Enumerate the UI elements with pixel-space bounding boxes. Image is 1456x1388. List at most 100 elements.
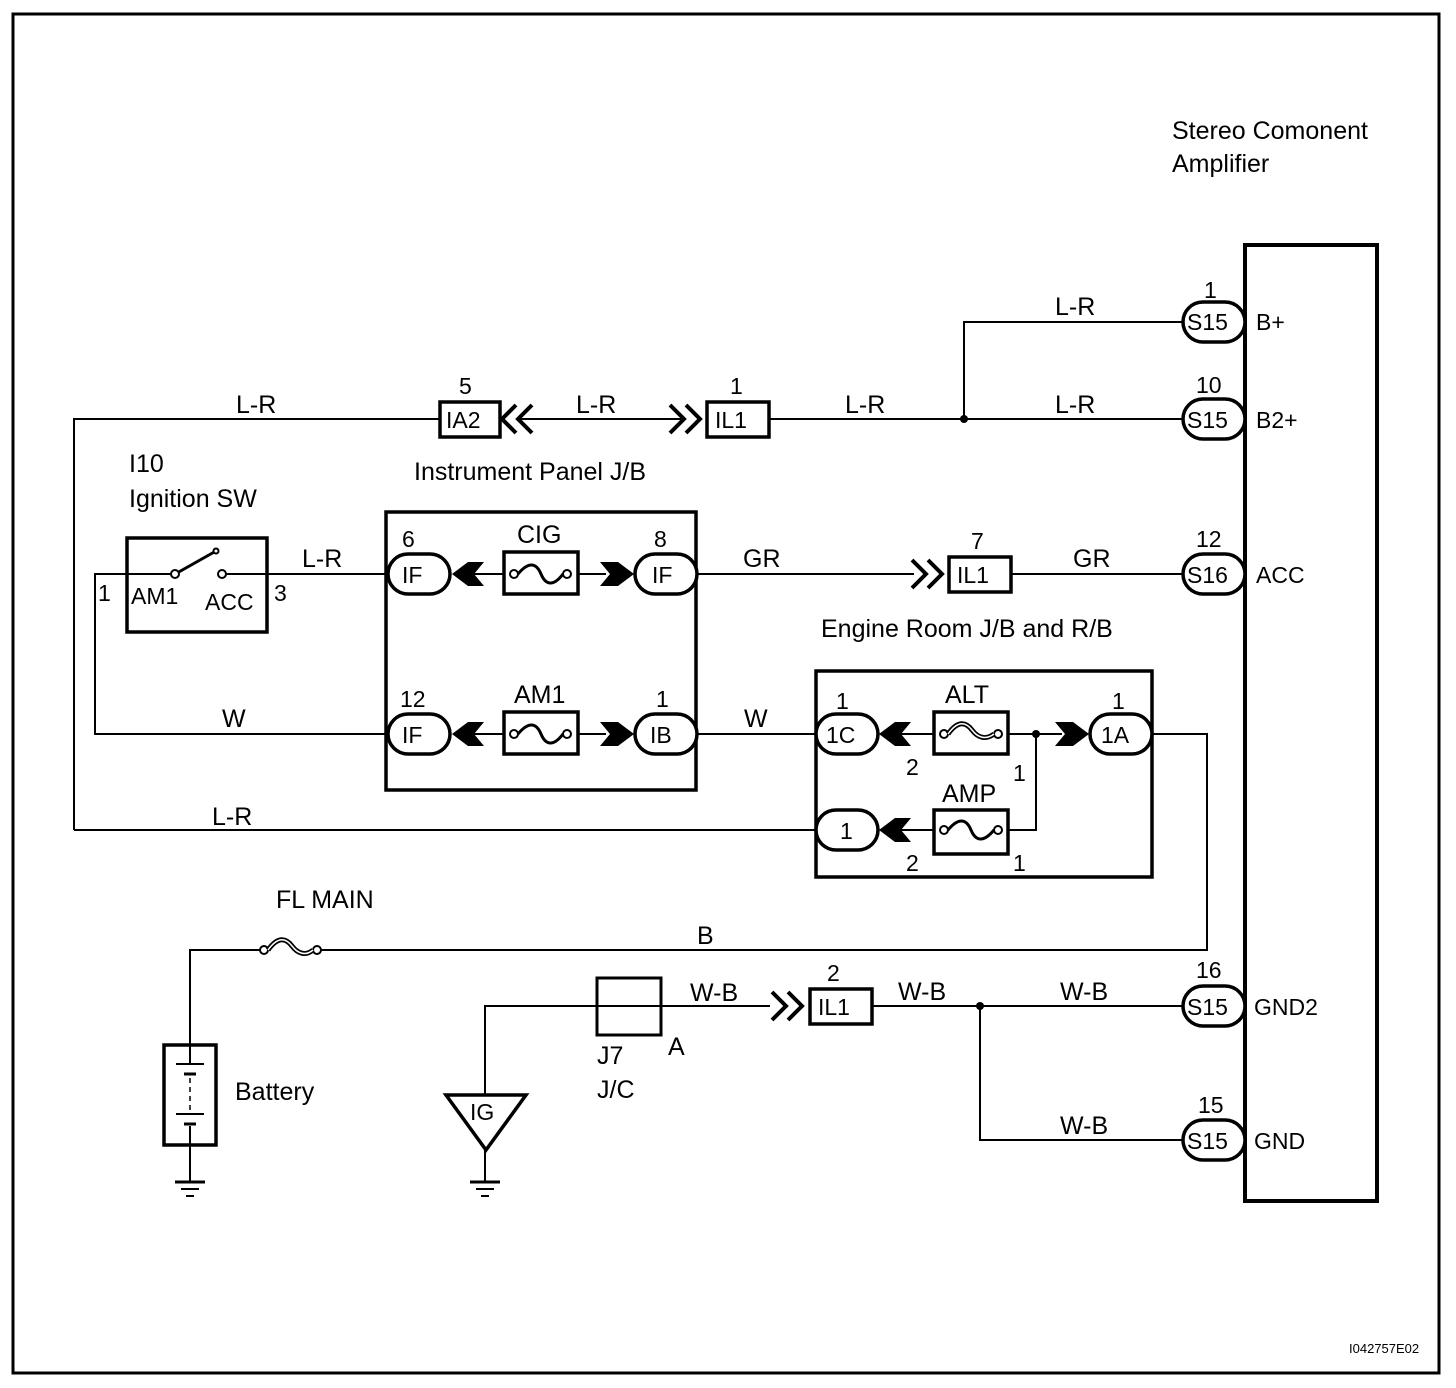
connector-1 — [814, 808, 880, 852]
wire-branch-b-plus — [963, 321, 1183, 419]
ignition-name: Ignition SW — [129, 485, 257, 513]
wire-label: L-R — [845, 391, 885, 419]
fuse-terminal — [509, 569, 519, 579]
ignition-switch-body — [125, 536, 269, 634]
fuse-terminal — [509, 729, 519, 739]
alt-pin-left: 2 — [906, 754, 919, 780]
pin-number: 5 — [459, 373, 472, 399]
pin-number: 12 — [1196, 526, 1222, 552]
jc-pin: A — [668, 1033, 685, 1061]
pin-number: 8 — [654, 526, 667, 552]
connector-il1 — [705, 400, 771, 439]
diagram-frame — [11, 12, 1441, 1375]
wire-label: GR — [743, 545, 781, 573]
pin-number: 1 — [730, 373, 743, 399]
wire-wb-gnd — [979, 1006, 1183, 1141]
wire-label: W-B — [898, 978, 946, 1006]
connector-label: 1A — [1101, 722, 1130, 748]
pin-number: 1 — [1204, 277, 1217, 303]
terminal-name: B+ — [1256, 309, 1285, 335]
connector-label: 1 — [840, 818, 853, 844]
figure-id-code: I042757E02 — [1349, 1341, 1419, 1356]
engine-room-jb: Engine Room J/B and R/B 1 1C ALT 2 1 1 1… — [814, 615, 1154, 879]
fusible-link-inner — [947, 723, 995, 739]
pin-number: 10 — [1196, 372, 1222, 398]
connector-label: IL1 — [818, 994, 850, 1020]
connector-label: IL1 — [715, 407, 747, 433]
wire-lr-left-rail — [73, 418, 440, 830]
wire-label: W-B — [1060, 1112, 1108, 1140]
junction-dot — [960, 415, 968, 423]
wire-wb-ground — [484, 1005, 770, 1095]
connector-chevron-icon — [910, 558, 945, 590]
connector-arrow-icon — [1055, 722, 1089, 746]
switch-contact-am1 — [170, 569, 180, 579]
wire-label: L-R — [212, 803, 252, 831]
erjb-title: Engine Room J/B and R/B — [821, 615, 1113, 643]
connector-label: IF — [652, 562, 672, 588]
connector-label: S16 — [1187, 562, 1228, 588]
ground-wiring: A J7 J/C W-B IG 2 IL1 W-B W-B W-B — [442, 960, 1183, 1197]
connector-label: IL1 — [957, 562, 989, 588]
connector-arrow-icon — [452, 562, 484, 586]
wire-label: L-R — [236, 391, 276, 419]
amplifier-title-line1: Stereo Comonent — [1172, 117, 1368, 145]
amp-pin-right: 1 — [1013, 850, 1026, 876]
fuse-terminal — [939, 729, 949, 739]
connector-chevron-icon — [770, 990, 805, 1022]
switch-contact-acc — [217, 569, 227, 579]
fl-main-label: FL MAIN — [276, 886, 374, 914]
amp-terminal-b2-plus: 10 S15 B2+ — [1181, 372, 1298, 441]
wire-label: W — [222, 705, 246, 733]
jc-name: J/C — [597, 1076, 635, 1104]
fuse-terminal — [993, 825, 1003, 835]
fuse-terminal — [312, 945, 322, 955]
amp-terminal-acc: 12 S16 ACC — [1181, 526, 1305, 596]
pin-number: 1 — [656, 686, 669, 712]
amp-terminal-gnd: 15 S15 GND — [1181, 1092, 1305, 1162]
amp-terminal-b-plus: 1 S15 B+ — [1181, 277, 1285, 344]
wire-label: W — [744, 705, 768, 733]
ground-icon — [175, 1180, 205, 1197]
connector-il1 — [947, 555, 1013, 594]
fuse-label-cig: CIG — [517, 521, 561, 549]
junction-connector-j7 — [595, 976, 663, 1037]
fuse-icon — [516, 563, 565, 585]
fuse-terminal — [562, 569, 572, 579]
pin-number: 15 — [1198, 1092, 1224, 1118]
ignition-code: I10 — [129, 450, 164, 478]
connector-label: IB — [650, 722, 672, 748]
connector-label: S15 — [1187, 309, 1228, 335]
connector-chevron-icon — [668, 403, 703, 435]
connector-arrow-icon — [452, 722, 484, 746]
wire-label: GR — [1073, 545, 1111, 573]
connector-arrow-icon — [879, 722, 911, 746]
connector-label: IF — [402, 722, 422, 748]
ipjb-title: Instrument Panel J/B — [414, 458, 646, 486]
wire-label: B — [697, 922, 714, 950]
ground-point-ig — [442, 1093, 530, 1153]
wire-b-main — [320, 733, 1208, 951]
fuse-label-am1: AM1 — [514, 681, 565, 709]
switch-lever-tip — [212, 547, 220, 555]
terminal-name: ACC — [1256, 562, 1305, 588]
pin-number: 2 — [827, 960, 840, 986]
terminal-am1: AM1 — [131, 583, 178, 609]
ground-point-label: IG — [470, 1099, 494, 1125]
connector-label: 1C — [826, 722, 855, 748]
wire-amp-branch — [1008, 734, 1037, 831]
connector-arrow-icon — [879, 818, 911, 842]
jc-code: J7 — [597, 1042, 623, 1070]
fuse-terminal — [993, 729, 1003, 739]
stereo-component-amplifier: Stereo Comonent Amplifier — [1172, 117, 1379, 1203]
fuse-label-amp: AMP — [942, 780, 996, 808]
wire-label: L-R — [1055, 391, 1095, 419]
alt-pin-right: 1 — [1013, 760, 1026, 786]
connector-ia2 — [438, 400, 502, 439]
connector-label: S15 — [1187, 1128, 1228, 1154]
fuse-icon — [946, 819, 996, 841]
amp-terminal-gnd2: 16 S15 GND2 — [1181, 957, 1318, 1028]
connector-arrow-icon — [600, 722, 634, 746]
connector-if — [386, 552, 452, 596]
